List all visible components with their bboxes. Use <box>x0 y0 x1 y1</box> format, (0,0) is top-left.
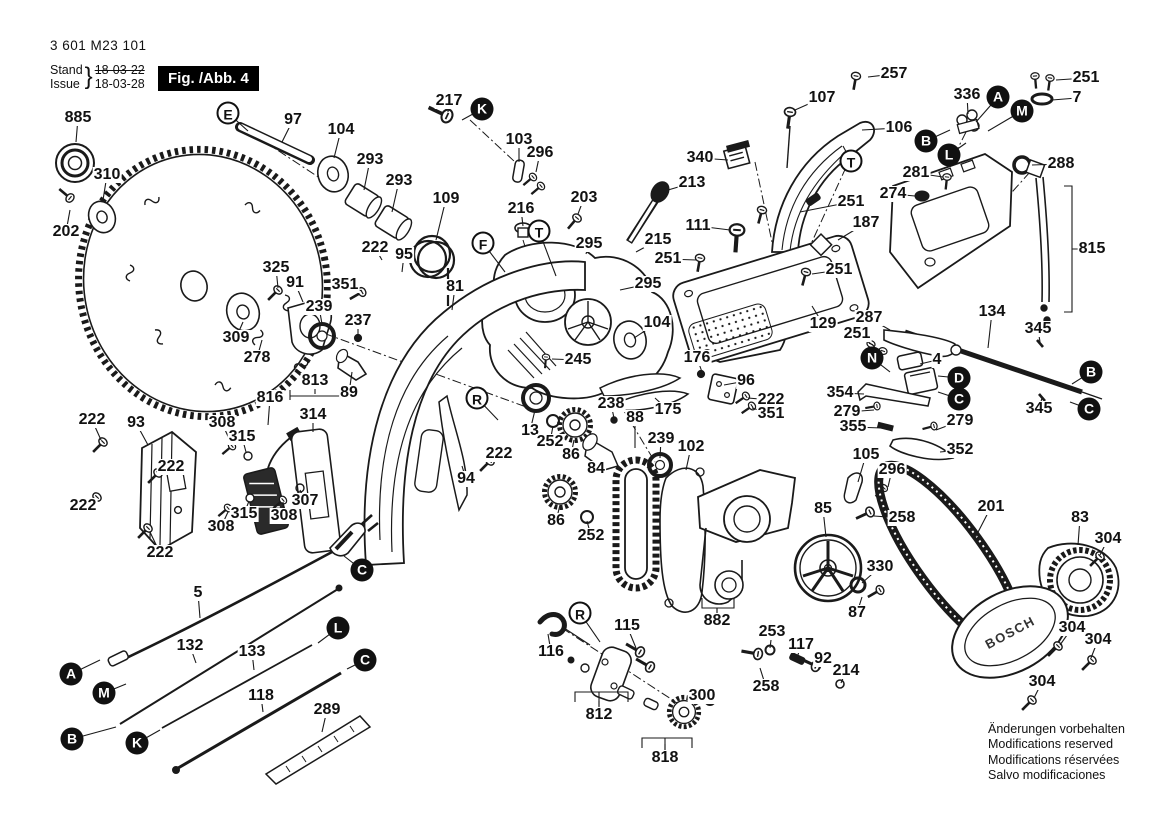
title-block: 3 601 M23 101 Stand Issue } 18-03-22 18-… <box>50 38 147 92</box>
footer-line: Änderungen vorbehalten <box>988 722 1125 736</box>
cord-and-rods <box>107 514 379 785</box>
blade-guard <box>363 260 586 566</box>
flange-pulley <box>55 143 117 234</box>
saw-blade <box>75 145 331 421</box>
issue-label: Issue <box>50 77 80 92</box>
footer-line: Modifications réservées <box>988 752 1120 767</box>
footer-line: Modifications reserved <box>988 737 1114 752</box>
footer-line: Salvo modificaciones <box>988 767 1106 782</box>
latch-bracket-group <box>883 329 962 396</box>
arbor-flange-group <box>225 282 369 381</box>
pin-spring-group <box>512 159 670 293</box>
guard-link <box>438 394 468 513</box>
riving-knife-group <box>598 369 759 418</box>
stand-date: 18-03-22 <box>94 63 145 77</box>
gear-train <box>521 383 706 613</box>
connector-336 <box>956 109 980 135</box>
brace-glyph: } <box>84 63 93 91</box>
tensioner-group <box>537 612 716 751</box>
label-plate <box>809 233 833 257</box>
gear-cover: BOSCH <box>951 542 1120 715</box>
base-plate <box>672 234 870 365</box>
figure-label: Fig. /Abb. 4 <box>158 66 259 91</box>
side-cover <box>82 430 197 552</box>
mount-and-wheel <box>697 469 891 689</box>
kickstand-group <box>857 383 955 461</box>
cable <box>1025 159 1080 324</box>
top-cover <box>889 71 1056 290</box>
issue-date: 18-03-28 <box>94 77 145 92</box>
footer-notes: Änderungen vorbehalten Modifications res… <box>988 722 1125 783</box>
electronics-module <box>214 390 342 554</box>
revision-dates: Stand Issue } 18-03-22 18-03-28 <box>50 63 147 92</box>
document-number: 3 601 M23 101 <box>50 38 147 53</box>
stand-label: Stand <box>50 63 83 77</box>
pivot-rod-group <box>235 99 457 306</box>
